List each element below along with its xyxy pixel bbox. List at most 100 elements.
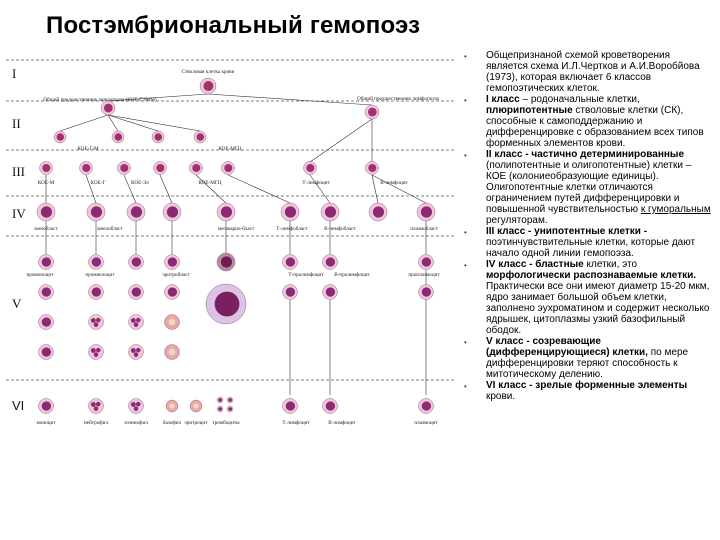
cell-label: КОЕ-Эо xyxy=(131,180,149,186)
lineage-arrow xyxy=(227,174,291,204)
cell-label: Т-лимфоцит xyxy=(302,179,330,186)
lineage-arrow xyxy=(85,174,97,204)
blood-cell xyxy=(418,398,434,414)
cell-label: КОЕ-М xyxy=(38,180,55,186)
blood-cell xyxy=(153,161,167,175)
blood-cell xyxy=(364,104,380,120)
blood-cell xyxy=(282,398,298,414)
lineage-arrow xyxy=(107,93,209,102)
blood-cell xyxy=(39,161,53,175)
lineage-arrow xyxy=(107,114,159,132)
blood-cell xyxy=(280,202,300,222)
cell-label: плазмобласт xyxy=(410,225,438,232)
cell-label: эритроцит xyxy=(185,420,209,426)
blood-cell xyxy=(164,344,180,360)
cell-label: эритробласт xyxy=(162,271,190,278)
blood-cell xyxy=(88,314,104,330)
bullet-text: III класс - унипотентные клетки - поэтин… xyxy=(486,226,696,259)
cell-label: мегакарио-бласт xyxy=(218,225,255,232)
blood-cell xyxy=(38,284,54,300)
bullet-text: IV класс - бластные клетки, это морфолог… xyxy=(486,259,710,336)
blood-cell xyxy=(164,314,180,330)
blood-cell xyxy=(216,405,224,413)
blood-cell xyxy=(38,398,54,414)
blood-cell xyxy=(128,344,144,360)
cell-label: Т-лимфоцит xyxy=(282,419,310,426)
blood-cell xyxy=(128,314,144,330)
blood-cell xyxy=(322,254,338,270)
blood-cell xyxy=(368,202,388,222)
blood-cell xyxy=(126,202,146,222)
blood-cell xyxy=(221,161,235,175)
class-numeral: II xyxy=(12,116,21,131)
blood-cell xyxy=(226,396,234,404)
lineage-arrow xyxy=(309,118,373,163)
blood-cell xyxy=(38,344,54,360)
class-description-list: • Общепризнаной схемой кроветворения явля… xyxy=(460,50,712,402)
blood-cell xyxy=(111,130,125,144)
cell-label: проплазмоцит xyxy=(408,272,440,278)
blood-cell xyxy=(282,284,298,300)
lineage-arrow xyxy=(107,114,119,132)
blood-cell xyxy=(216,396,224,404)
bullet-item: • III класс - унипотентные клетки - поэти… xyxy=(460,226,712,259)
cell-label: промиелоцит xyxy=(85,272,115,278)
blood-cell xyxy=(165,399,179,413)
blood-cell xyxy=(226,405,234,413)
bullet-marker: • xyxy=(464,228,467,237)
blood-cell xyxy=(418,254,434,270)
bullet-marker: • xyxy=(464,52,467,61)
cell-label: КОЕ-Г-М xyxy=(77,146,99,152)
blood-cell xyxy=(88,284,104,300)
bullet-text: V класс - созревающие (дифференцирующиес… xyxy=(486,336,689,380)
bullet-item: •II класс - частично детерминированные (… xyxy=(460,149,712,226)
blood-cell xyxy=(88,398,104,414)
lineage-arrow xyxy=(371,174,379,204)
bullet-item: • IV класс - бластные клетки, это морфоло… xyxy=(460,259,712,336)
cell-label: Общий предшественник лимфопоэза xyxy=(357,95,440,102)
cell-label: эозинофил xyxy=(124,419,148,426)
blood-cell xyxy=(282,254,298,270)
cell-label: В-лимфоцит xyxy=(328,419,356,426)
bullet-text: Общепризнаной схемой кроветворения являе… xyxy=(486,50,700,94)
cell-label: промоноцит xyxy=(27,272,55,278)
class-numeral: IV xyxy=(12,206,26,221)
blood-cell xyxy=(38,314,54,330)
blood-cell xyxy=(189,399,203,413)
blood-cell xyxy=(320,202,340,222)
blood-cell xyxy=(38,254,54,270)
cell-label: КОЕ-Г xyxy=(91,180,106,186)
lineage-arrow xyxy=(59,114,109,132)
page-title: Постэмбриональный гемопоэз xyxy=(46,12,421,39)
bullet-text: VI класс - зрелые форменные элементы кро… xyxy=(486,380,688,402)
cell-label: базофил xyxy=(163,419,182,426)
blood-cell xyxy=(162,202,182,222)
cell-label: Т-пролимфоцит xyxy=(288,271,324,278)
lineage-arrow xyxy=(107,114,201,132)
bullet-marker: • xyxy=(464,261,467,270)
bullet-marker: • xyxy=(464,338,467,347)
blood-cell xyxy=(216,252,236,272)
blood-cell xyxy=(205,283,247,325)
blood-cell xyxy=(303,161,317,175)
cell-label: Т-лимфобласт xyxy=(276,225,308,232)
cell-label: миелобласт xyxy=(97,225,123,232)
blood-cell xyxy=(36,202,56,222)
bullet-marker: • xyxy=(464,151,467,160)
lineage-arrow xyxy=(195,174,227,204)
lineage-arrow xyxy=(207,93,373,106)
blood-cell xyxy=(416,202,436,222)
blood-cell xyxy=(216,202,236,222)
bullet-item: • Общепризнаной схемой кроветворения явля… xyxy=(460,50,712,94)
blood-cell xyxy=(117,161,131,175)
cell-label: В-лимфоцит xyxy=(380,179,408,186)
class-numeral: III xyxy=(12,164,25,179)
lineage-arrow xyxy=(371,174,427,204)
blood-cell xyxy=(164,254,180,270)
blood-cell xyxy=(151,130,165,144)
bullet-marker: • xyxy=(464,382,467,391)
cell-label: моноцит xyxy=(36,420,56,426)
bullet-item: •I класс – родоначальные клетки, плюрипо… xyxy=(460,94,712,149)
blood-cell xyxy=(86,202,106,222)
